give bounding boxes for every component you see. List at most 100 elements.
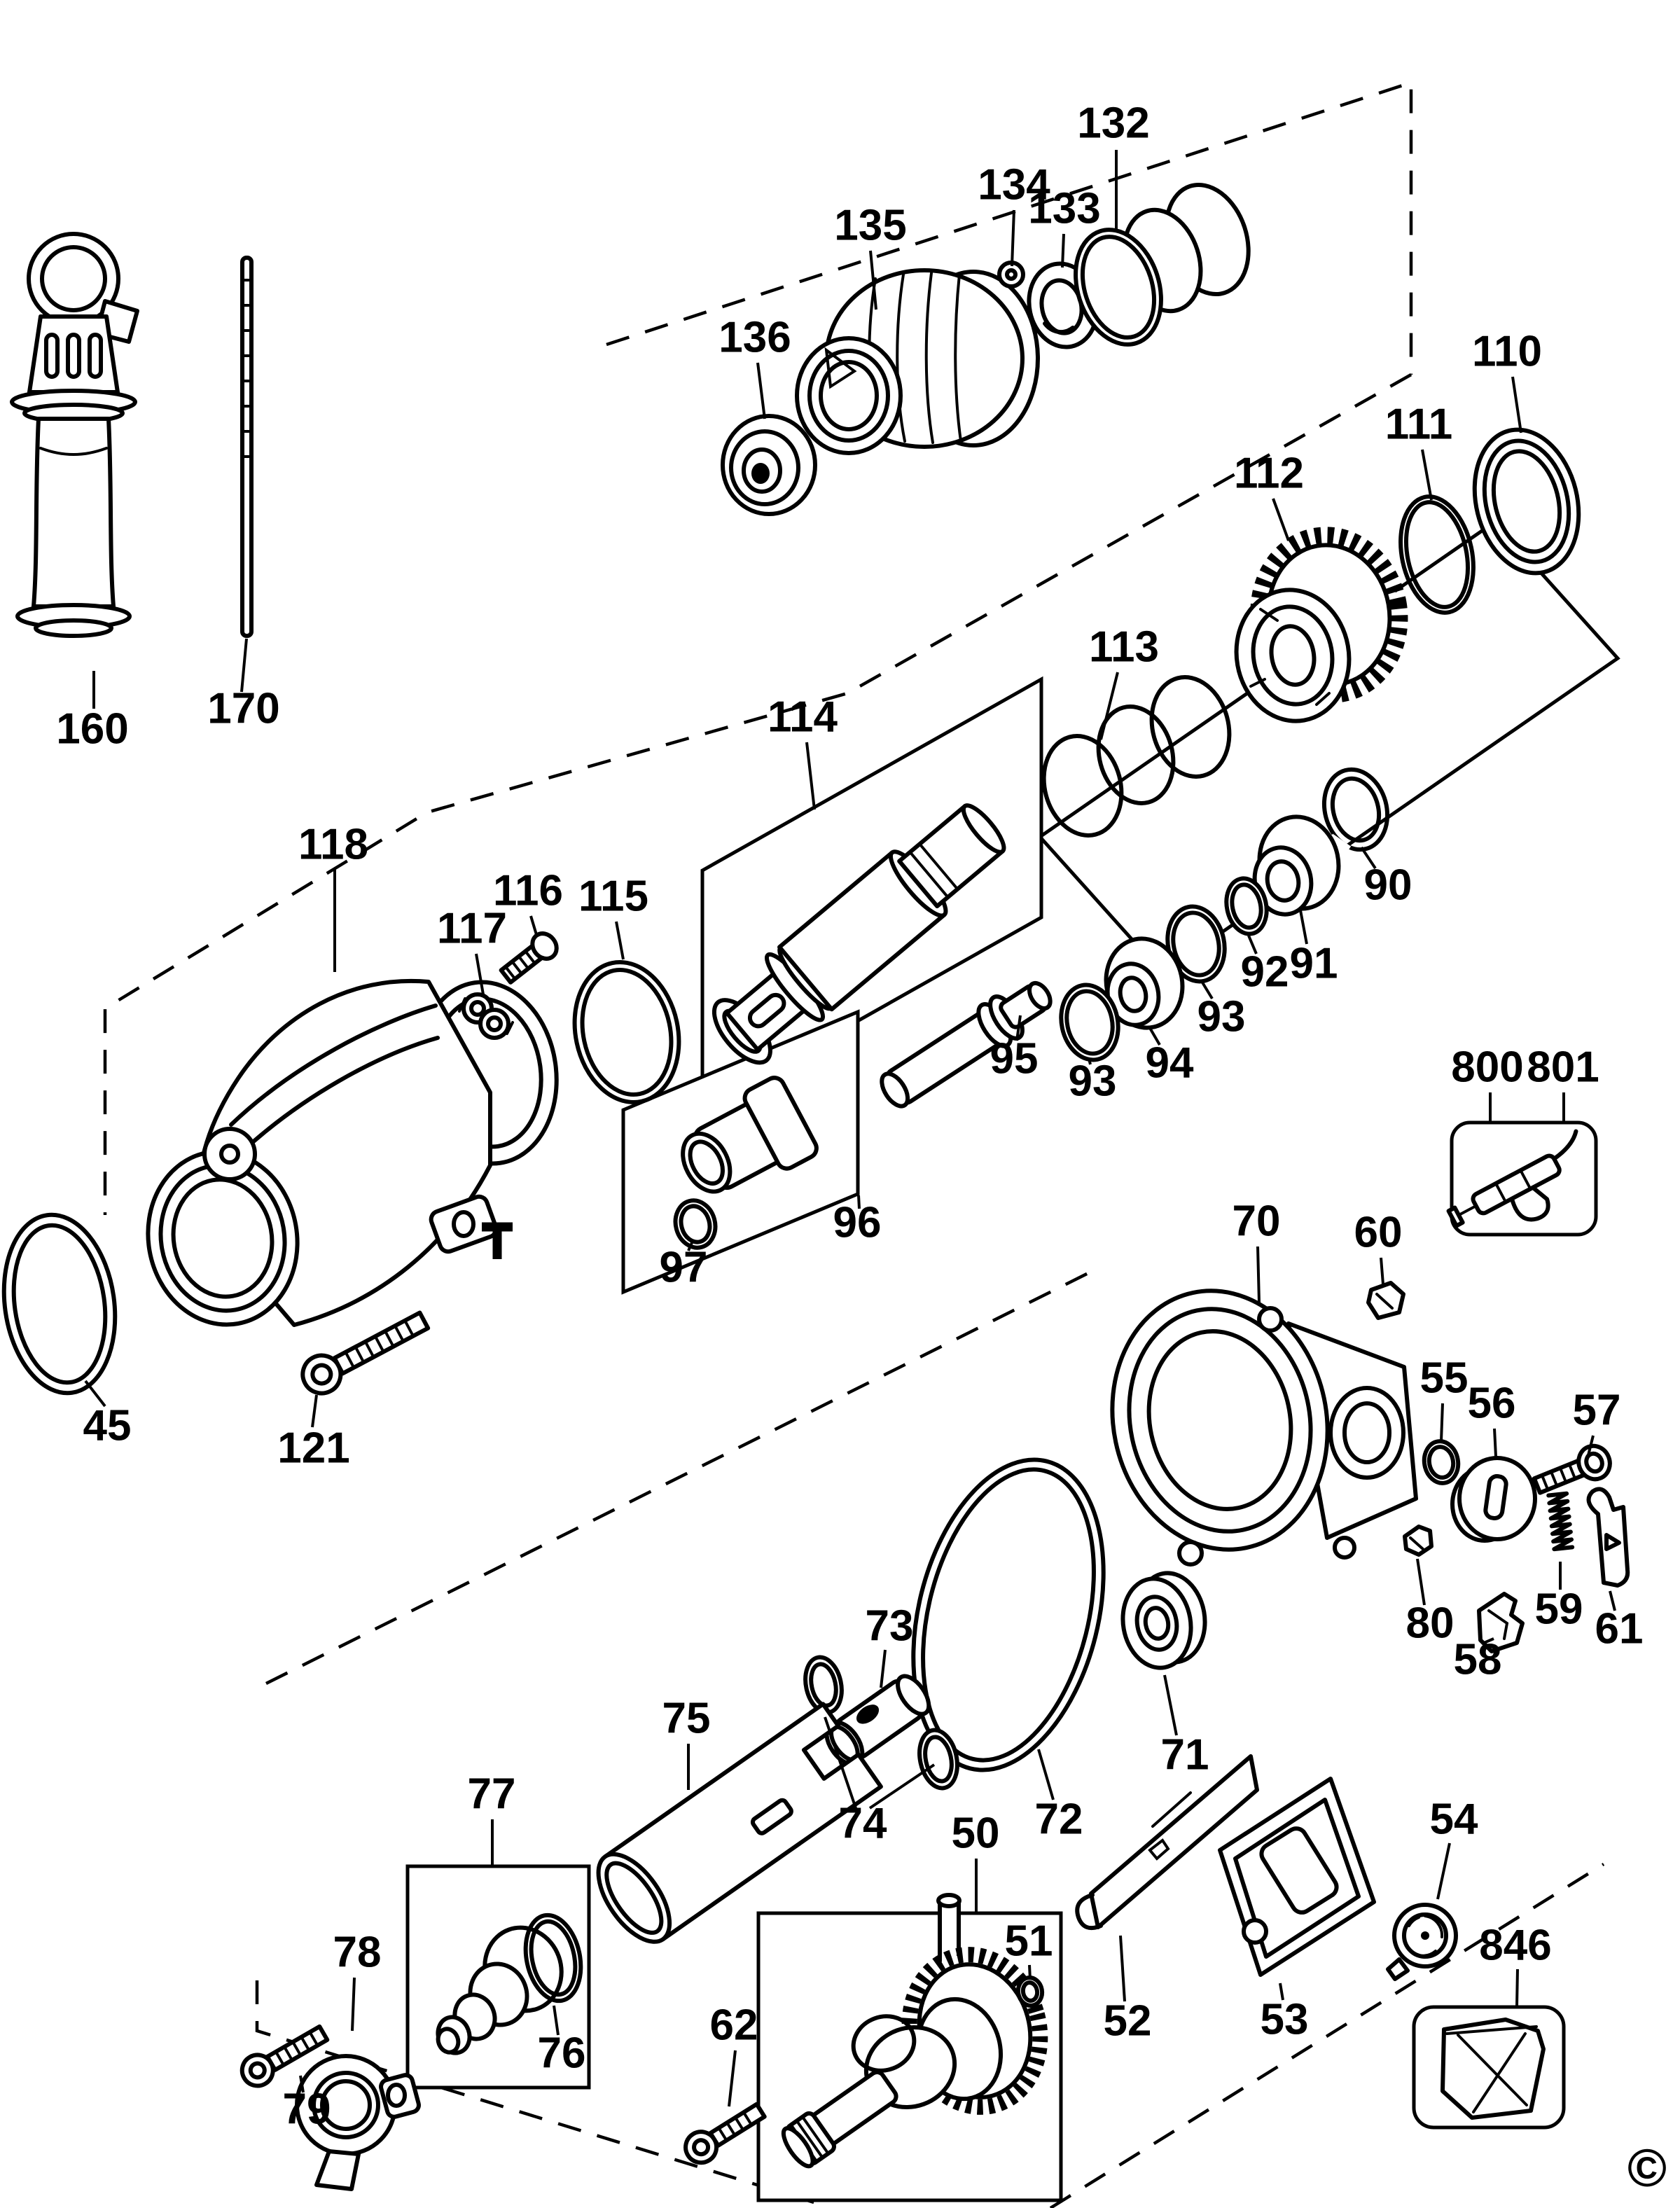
leader-line-136: [756, 362, 766, 419]
leader-line-57: [1586, 1435, 1595, 1459]
part-121-screw: [300, 1310, 431, 1396]
leader-line-79: [299, 2075, 305, 2093]
part-label-160: 160: [56, 704, 128, 753]
part-label-78: 78: [333, 1928, 382, 1976]
part-97-o-ring: [673, 1198, 718, 1250]
part-label-110: 110: [1472, 327, 1542, 375]
part-79-screw: [239, 2024, 330, 2088]
part-50-crank-assembly: [781, 1893, 1048, 2169]
part-label-45: 45: [83, 1401, 132, 1450]
part-61-lever: [1586, 1487, 1630, 1588]
part-label-117: 117: [437, 904, 507, 952]
part-170-depth-rod: [240, 256, 254, 638]
part-label-79: 79: [283, 2085, 331, 2133]
part-57-screw: [1532, 1443, 1612, 1495]
leader-line-115: [615, 921, 625, 960]
part-71-bearing: [1120, 1571, 1207, 1670]
part-115-o-ring: [572, 960, 681, 1104]
part-72-large-o-ring: [911, 1457, 1106, 1772]
leader-line-71: [1163, 1674, 1178, 1736]
copyright-symbol: ©: [1627, 2139, 1667, 2198]
leader-line-121: [311, 1394, 318, 1428]
leader-line-78: [351, 1977, 356, 2032]
part-label-111: 111: [1385, 400, 1453, 448]
part-76-o-ring: [523, 1912, 583, 2004]
part-label-801: 801: [1527, 1043, 1599, 1091]
leader-line-70: [1256, 1246, 1261, 1303]
part-label-50: 50: [952, 1809, 1000, 1857]
part-label-55: 55: [1420, 1354, 1469, 1402]
part-93-ring-lower: [1059, 983, 1120, 1062]
leader-line-76: [553, 2005, 560, 2036]
leader-line-95: [1015, 1015, 1022, 1041]
leader-line-51: [1028, 1964, 1032, 1980]
part-52-bracket-plate: [1075, 1754, 1259, 1930]
leader-line-55: [1440, 1403, 1444, 1442]
leader-line-135: [869, 250, 877, 310]
part-label-75: 75: [662, 1694, 711, 1742]
part-112-clutch-gear: [1234, 527, 1408, 723]
part-113-rings: [1041, 675, 1232, 838]
part-label-51: 51: [1005, 1917, 1053, 1965]
part-label-73: 73: [866, 1602, 914, 1650]
part-label-136: 136: [718, 313, 791, 361]
part-label-121: 121: [277, 1424, 349, 1472]
part-label-90: 90: [1364, 861, 1412, 909]
part-59-spring: [1546, 1491, 1575, 1552]
part-134-washer: [997, 261, 1025, 289]
leader-line-74: [868, 1763, 936, 1810]
leader-line-52: [1119, 1935, 1126, 2002]
part-53-slide-mechanism: [1218, 1777, 1376, 1977]
part-73-cylinder: [824, 1674, 931, 1767]
leader-line-62: [728, 2050, 737, 2107]
leader-line-133: [1061, 233, 1065, 268]
leader-line-113: [1099, 672, 1119, 740]
leader-line-111: [1421, 449, 1433, 501]
leader-line-61: [1609, 1590, 1616, 1611]
part-label-57: 57: [1573, 1386, 1621, 1434]
part-label-132: 132: [1077, 99, 1149, 147]
part-label-114: 114: [768, 693, 838, 741]
part-label-56: 56: [1468, 1379, 1516, 1427]
leader-line-80: [1416, 1558, 1426, 1606]
part-95-pin: [880, 980, 1053, 1109]
parts: [1, 182, 1630, 2191]
part-label-71: 71: [1161, 1730, 1209, 1779]
leader-line-846: [1515, 1969, 1519, 2008]
leader-line-73: [880, 1649, 887, 1688]
part-label-93: 93: [1197, 992, 1246, 1041]
part-label-54: 54: [1430, 1795, 1478, 1843]
leader-line-114: [805, 742, 816, 810]
part-54-cam-dial: [1386, 1903, 1458, 1981]
part-label-72: 72: [1035, 1795, 1083, 1843]
leader-line-117: [475, 953, 485, 995]
part-label-80: 80: [1406, 1599, 1455, 1647]
part-label-92: 92: [1241, 947, 1289, 996]
part-55-o-ring: [1422, 1439, 1461, 1485]
part-label-112: 112: [1234, 449, 1304, 497]
part-label-59: 59: [1535, 1585, 1583, 1633]
part-label-135: 135: [834, 201, 906, 249]
part-118-gear-housing: [146, 978, 559, 1327]
leader-line-116: [529, 915, 539, 938]
part-label-115: 115: [578, 872, 648, 920]
part-label-170: 170: [207, 684, 279, 732]
part-label-93-2: 93: [1069, 1057, 1117, 1105]
part-label-116: 116: [493, 866, 563, 915]
part-label-800: 800: [1451, 1043, 1523, 1091]
part-label-133: 133: [1028, 184, 1100, 232]
leader-line-60: [1380, 1257, 1384, 1285]
part-58-latch: [1477, 1592, 1525, 1653]
part-75-sleeve: [596, 1702, 883, 1944]
leader-line-97: [687, 1239, 695, 1251]
part-label-62: 62: [710, 2001, 758, 2049]
part-label-74: 74: [839, 1799, 887, 1847]
leader-line-90: [1360, 846, 1377, 870]
part-117-clip: [458, 992, 514, 1040]
part-111-o-ring: [1398, 494, 1476, 615]
part-label-97: 97: [660, 1243, 708, 1291]
leader-line-74: [824, 1716, 857, 1809]
part-label-76: 76: [538, 2029, 586, 2077]
